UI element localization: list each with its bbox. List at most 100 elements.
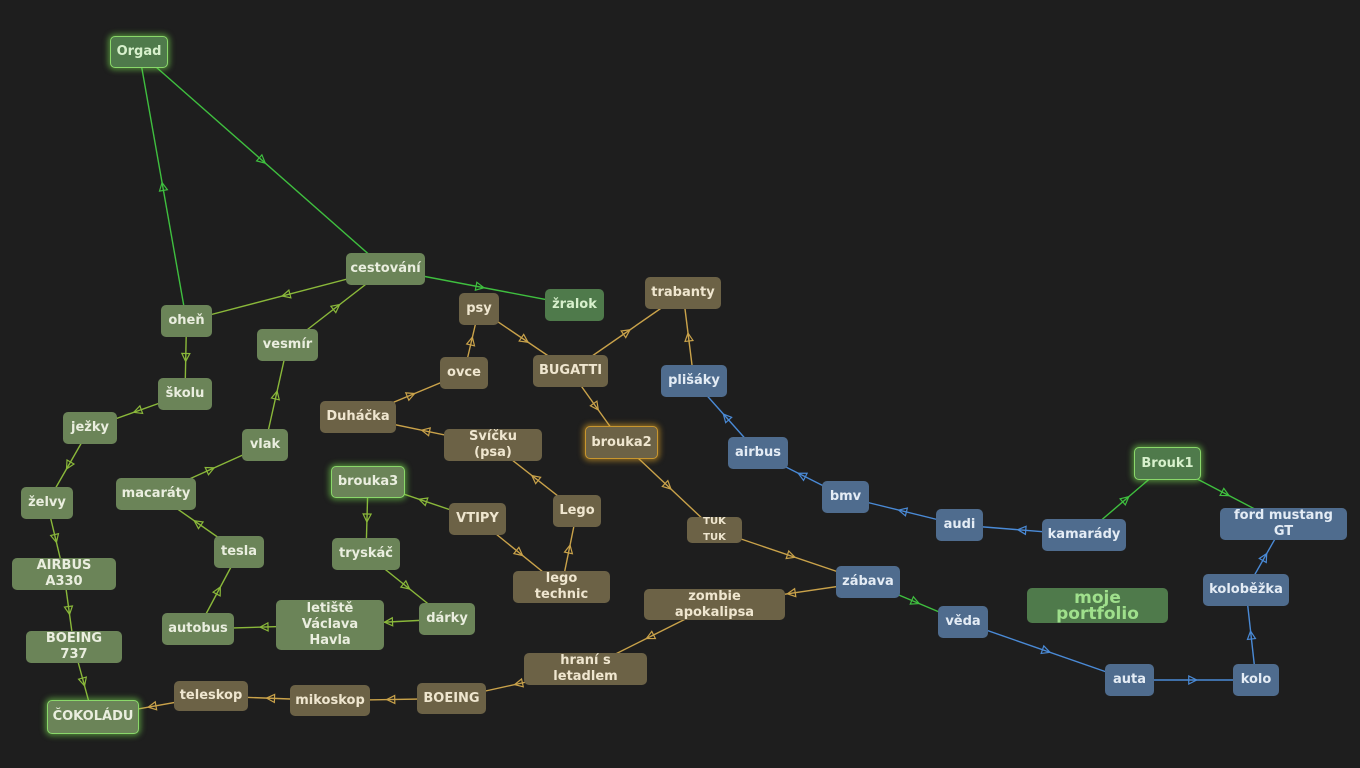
edge-arrow-veda-auta (1040, 644, 1052, 655)
edge-arrow-vesmir-cestovani (329, 303, 341, 314)
edge-arrow-bugatti-trabanty (620, 328, 632, 339)
node-ohen[interactable]: oheň (161, 305, 212, 337)
node-brouka2[interactable]: brouka2 (585, 426, 658, 459)
node-zabava[interactable]: zábava (836, 566, 900, 598)
edge-arrow-vtipy-lego_technic (512, 546, 524, 557)
edge-arrow-boeing737-cokoladu (77, 676, 88, 688)
edge-arrow-bugatti-brouka2 (589, 400, 600, 412)
node-autobus[interactable]: autobus (162, 613, 234, 645)
node-svicku-psa[interactable]: Svíčku (psa) (444, 429, 542, 461)
node-vtipy[interactable]: VTIPY (449, 503, 506, 535)
node-vlak[interactable]: vlak (242, 429, 288, 461)
edge-ohen-orgad (138, 51, 188, 322)
edge-arrow-kamarady-brouk1 (1119, 495, 1130, 507)
edge-arrow-mikoskop-teleskop (265, 693, 276, 704)
edge-arrow-zelvy-airbus_a330 (49, 532, 60, 544)
node-veda[interactable]: věda (938, 606, 988, 638)
edge-arrow-zabava-zombie (785, 587, 797, 598)
edge-arrow-jezky-zelvy (65, 459, 76, 471)
node-darky[interactable]: dárky (419, 603, 475, 635)
edge-arrow-audi-bmv (897, 507, 909, 517)
edge-arrow-boeing-mikoskop (385, 694, 396, 705)
edge-arrow-vlak-vesmir (270, 389, 281, 401)
node-audi[interactable]: audi (936, 509, 983, 541)
edge-arrow-orgad-cestovani (255, 153, 267, 165)
edge-arrow-skolu-jezky (132, 404, 144, 415)
node-macaraty[interactable]: macaráty (116, 478, 196, 510)
node-mikoskop[interactable]: mikoskop (290, 685, 370, 716)
edge-arrow-zombie-hrani (645, 630, 657, 640)
node-orgad[interactable]: Orgad (110, 36, 168, 68)
node-bmv[interactable]: bmv (822, 481, 869, 513)
edge-arrow-macaraty-vlak (204, 466, 216, 476)
edge-arrow-tryskac-darky (399, 579, 411, 590)
node-boeing[interactable]: BOEING (417, 683, 486, 714)
node-airbus[interactable]: airbus (728, 437, 788, 469)
edge-arrow-zabava-veda (909, 595, 921, 605)
node-tuk-tuk[interactable]: TUK TUK (687, 516, 742, 543)
edge-arrow-kolo-kolobezka (1246, 629, 1257, 641)
node-duhacka[interactable]: Duháčka (320, 401, 396, 433)
node-bugatti[interactable]: BUGATTI (533, 355, 608, 387)
node-teleskop[interactable]: teleskop (174, 681, 248, 711)
node-letiste[interactable]: letiště Václava Havla (276, 600, 384, 650)
node-brouka3[interactable]: brouka3 (331, 466, 405, 498)
node-brouk1[interactable]: Brouk1 (1134, 447, 1201, 480)
edge-arrow-hrani-boeing (513, 677, 525, 688)
edge-arrow-tesla-macaraty (193, 519, 205, 530)
node-psy[interactable]: psy (459, 293, 499, 325)
edge-arrow-svicku-duhacka (420, 427, 432, 437)
edge-arrow-tuktuk-zabava (785, 549, 797, 560)
edge-orgad-cestovani (138, 51, 386, 270)
node-moje-portfolio[interactable]: moje portfolio (1027, 588, 1168, 623)
edge-arrow-ovce-psy (465, 335, 476, 347)
node-plisaky[interactable]: plišáky (661, 365, 727, 397)
node-zelvy[interactable]: želvy (21, 487, 73, 519)
node-vesmir[interactable]: vesmír (257, 329, 318, 361)
node-tesla[interactable]: tesla (214, 536, 264, 568)
node-zombie-apokalipsa[interactable]: zombie apokalipsa (644, 589, 785, 620)
node-cestovani[interactable]: cestování (346, 253, 425, 285)
edge-arrow-brouk1-ford (1219, 487, 1231, 497)
edge-arrow-airbus-plisaky (722, 413, 733, 424)
edge-arrow-lego-svicku (530, 474, 542, 485)
edge-arrow-psy-bugatti (518, 333, 530, 343)
node-cokoladu[interactable]: ČOKOLÁDU (47, 700, 139, 734)
edge-arrow-airbus_a330-boeing737 (63, 605, 74, 616)
edge-arrow-auta-kolo (1188, 675, 1199, 685)
edge-arrow-brouka2-tuktuk (661, 479, 672, 490)
edge-arrow-cestovani-ohen (280, 289, 292, 299)
node-boeing-737[interactable]: BOEING 737 (26, 631, 122, 663)
node-kolo[interactable]: kolo (1233, 664, 1279, 696)
node-trabanty[interactable]: trabanty (645, 277, 721, 309)
edge-arrow-ohen-skolu (180, 352, 191, 363)
node-jezky[interactable]: ježky (63, 412, 117, 444)
edge-arrow-kolobezka-ford (1258, 552, 1268, 564)
edge-arrow-teleskop-cokoladu (146, 700, 158, 711)
edge-vlak-vesmir (264, 344, 289, 446)
edge-arrow-brouka3-tryskac (362, 513, 373, 524)
edge-arrow-kamarady-audi (1016, 525, 1027, 536)
edge-arrow-darky-letiste (383, 616, 394, 627)
node-airbus-a330[interactable]: AIRBUS A330 (12, 558, 116, 590)
node-zralok[interactable]: žralok (545, 289, 604, 321)
edge-arrow-plisaky-trabanty (684, 331, 695, 343)
edge-arrow-duhacka-ovce (404, 392, 416, 402)
edge-arrow-vtipy-brouka3 (417, 497, 429, 507)
edge-veda-auta (962, 621, 1130, 681)
node-lego[interactable]: Lego (553, 495, 601, 527)
edge-arrow-cestovani-zralok (474, 281, 486, 292)
node-kolobezka[interactable]: koloběžka (1203, 574, 1289, 606)
node-ford-mustang-gt[interactable]: ford mustang GT (1220, 508, 1347, 540)
node-lego-technic[interactable]: lego technic (513, 571, 610, 603)
node-ovce[interactable]: ovce (440, 357, 488, 389)
node-hrani-s-letadlem[interactable]: hraní s letadlem (524, 653, 647, 685)
edge-arrow-letiste-autobus (258, 621, 269, 632)
node-tryskac[interactable]: tryskáč (332, 538, 400, 570)
edge-arrow-autobus-tesla (211, 585, 222, 597)
node-auta[interactable]: auta (1105, 664, 1154, 696)
node-kamarady[interactable]: kamarády (1042, 519, 1126, 551)
node-skolu[interactable]: školu (158, 378, 212, 410)
edge-arrow-lego_technic-lego (563, 543, 574, 555)
